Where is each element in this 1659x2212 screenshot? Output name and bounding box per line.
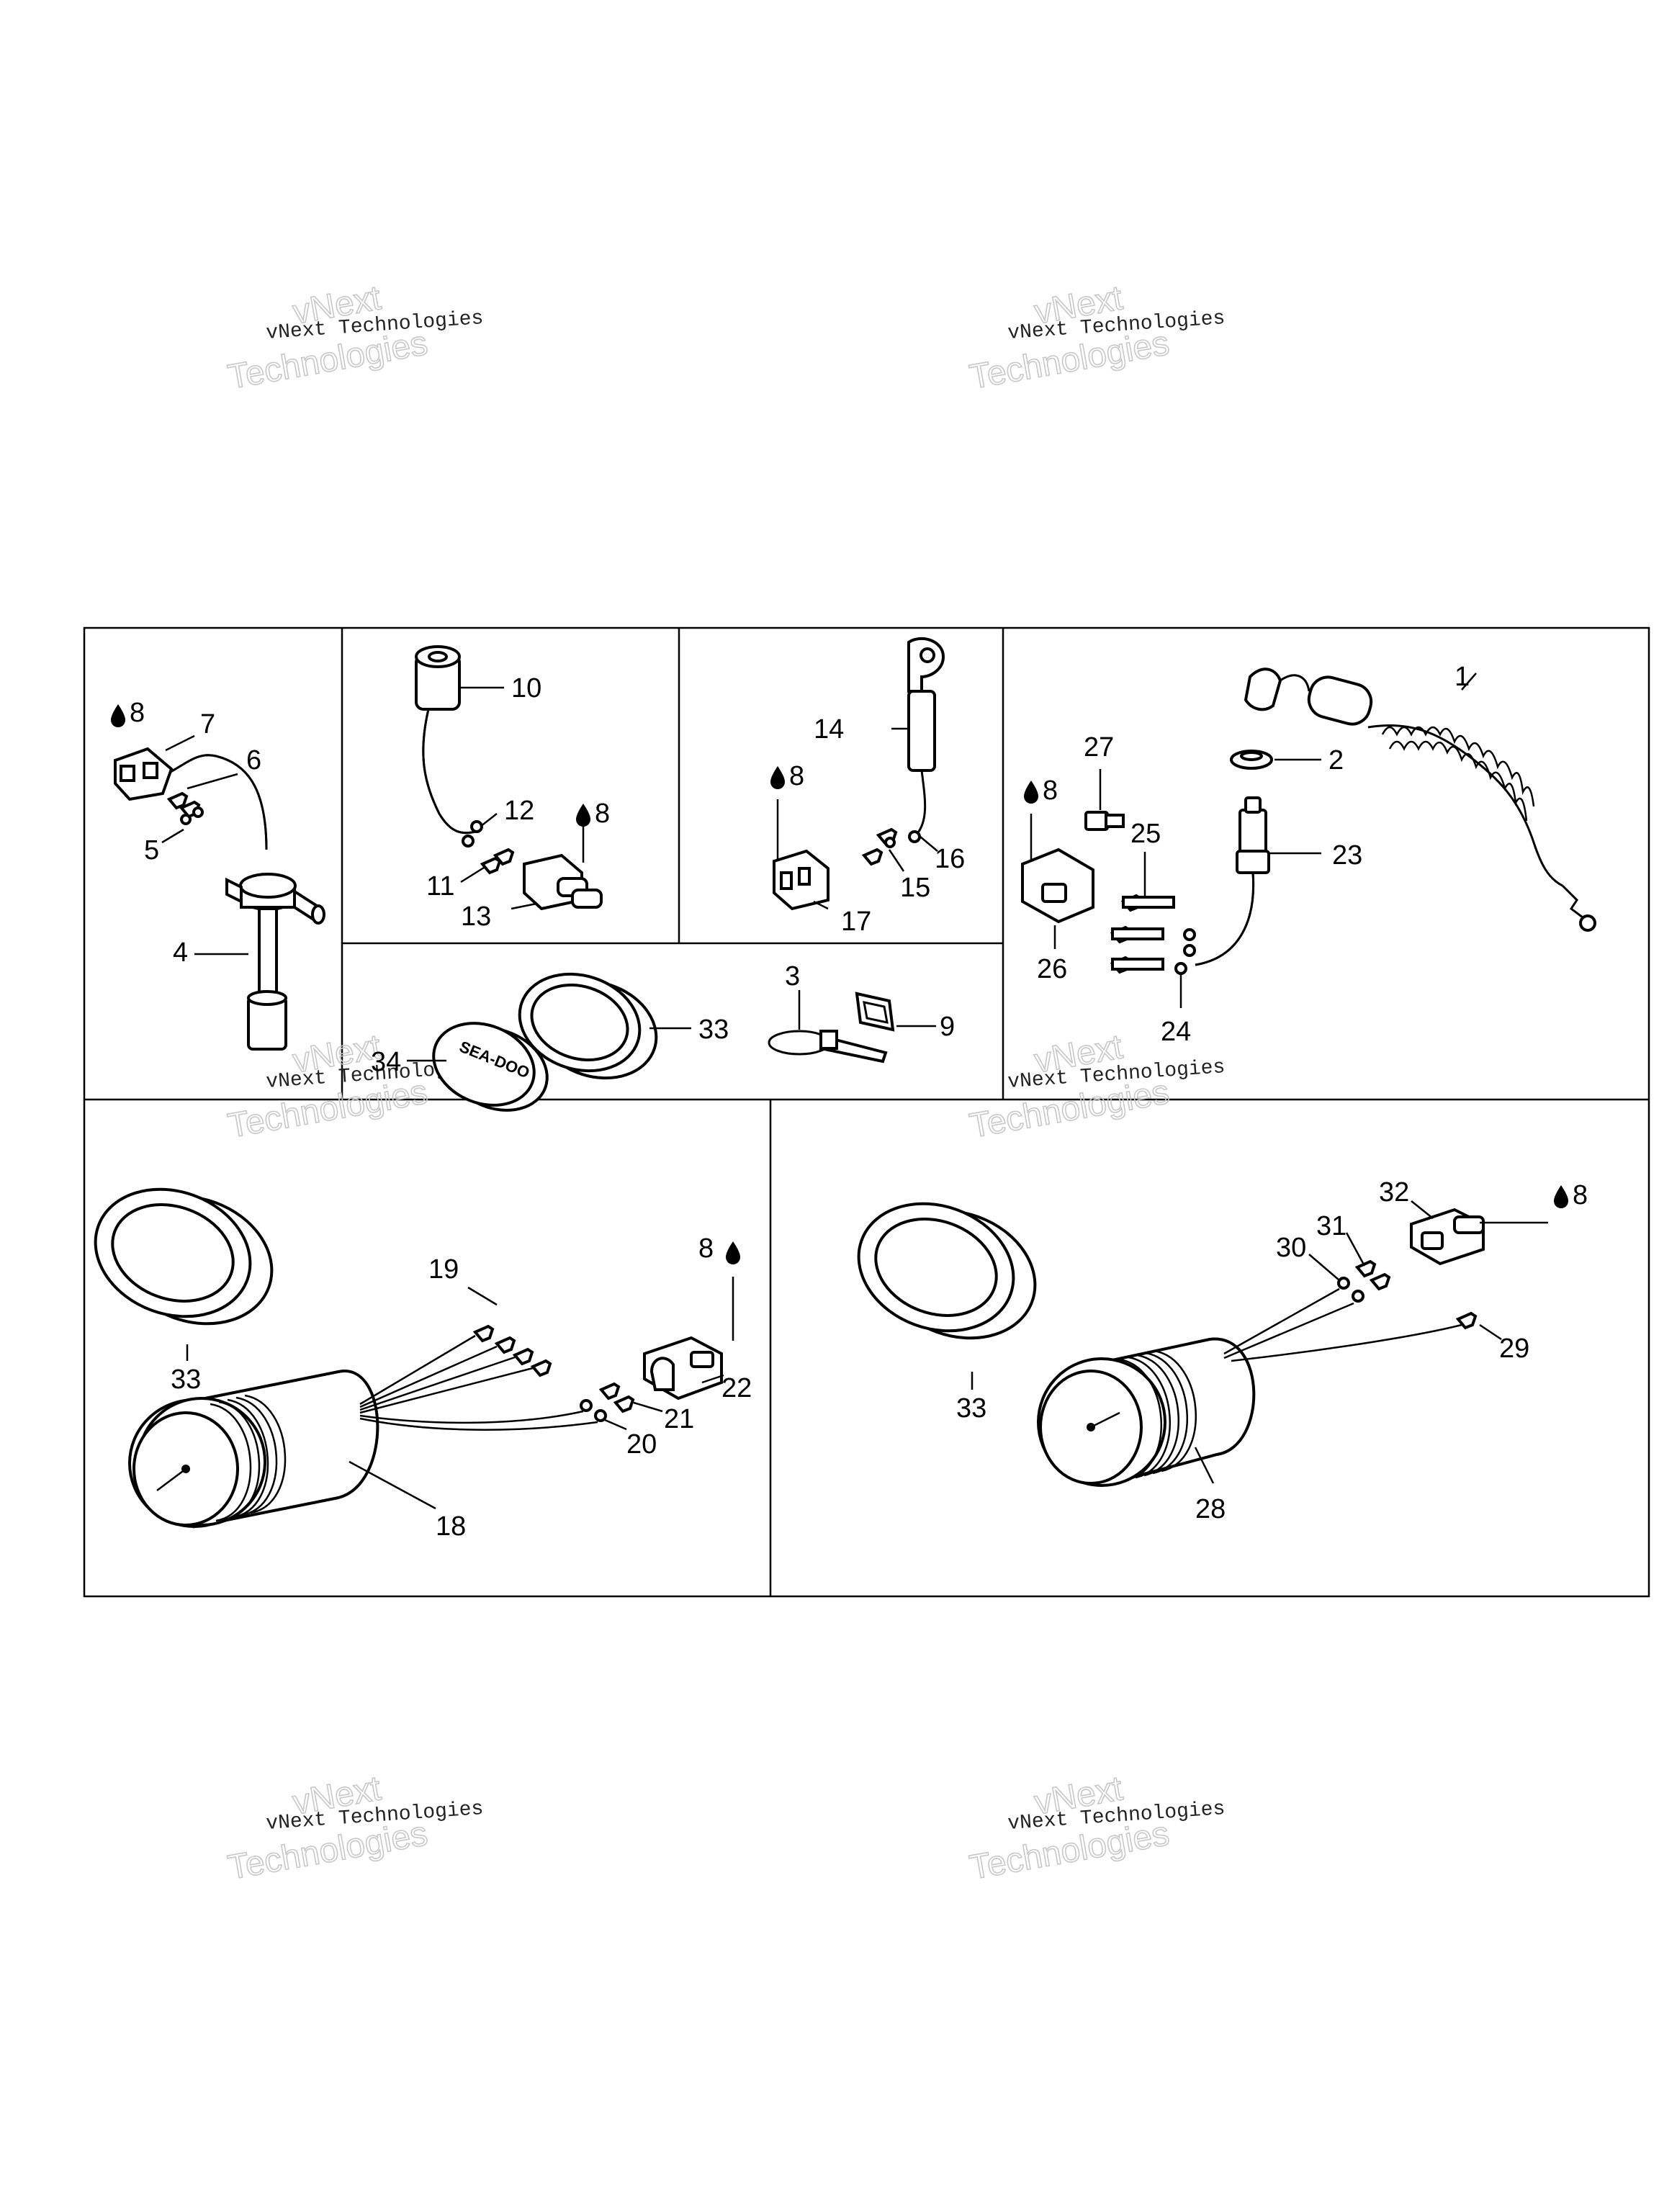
callout-29: 29 [1499,1334,1529,1364]
callout-32: 32 [1379,1177,1409,1208]
callout-11: 11 [426,871,454,902]
callout-23: 23 [1332,840,1362,871]
callout-1: 1 [1455,662,1470,692]
speedometer-assembly [94,1187,723,1529]
callout-21: 21 [664,1404,694,1434]
fuel-level-sensor-assembly [114,747,325,1051]
callout-4: 4 [173,938,188,968]
callout-8c: 8 [789,761,804,791]
callout-33a: 33 [698,1015,729,1045]
callout-25: 25 [1130,819,1161,849]
callout-30: 30 [1276,1233,1306,1263]
callout-8d: 8 [1043,775,1058,806]
callout-26: 26 [1037,954,1067,984]
callout-8e: 8 [698,1233,714,1264]
callout-27: 27 [1084,732,1114,763]
callout-13: 13 [461,902,491,932]
callout-6: 6 [246,745,261,775]
panel-frame [83,626,1650,1598]
callout-3: 3 [785,961,800,992]
leader-lines [161,673,1548,1510]
fuel-gauge-assembly [857,1202,1485,1487]
callout-33b: 33 [171,1364,201,1395]
callout-10: 10 [511,673,541,703]
callout-5: 5 [144,835,159,866]
callout-31: 31 [1316,1211,1346,1241]
callout-8a: 8 [130,698,145,728]
callout-33c: 33 [956,1393,986,1424]
callout-2: 2 [1328,745,1344,775]
callout-9: 9 [940,1012,955,1042]
callout-8f: 8 [1573,1180,1588,1210]
watermark-bottom-left: vNext vNext Technologies Technologies [225,1769,484,1888]
callout-labels: 1 2 3 4 5 6 7 8 8 8 8 8 8 9 10 11 12 13 … [130,662,1588,1542]
watermark-top-left: vNext vNext Technologies Technologies [225,279,484,397]
callout-20: 20 [626,1429,657,1460]
safety-lanyard-assembly [1021,667,1596,975]
callout-24: 24 [1161,1017,1191,1047]
callout-8b: 8 [595,799,610,829]
watermark-top-right: vNext vNext Technologies Technologies [966,279,1226,397]
callout-14: 14 [814,714,844,745]
callout-7: 7 [200,709,215,739]
drop-icons [111,704,1568,1264]
callout-22: 22 [721,1373,752,1403]
ground-lead-assembly [773,637,945,911]
callout-34: 34 [371,1047,401,1077]
sensor-harness-assembly [415,645,603,911]
watermark-bottom-right: vNext vNext Technologies Technologies [966,1769,1226,1888]
callout-12: 12 [504,796,534,826]
bezel-and-fasteners: SEA-DOO [432,972,895,1112]
callout-16: 16 [935,844,965,874]
callout-19: 19 [428,1254,459,1285]
callout-18: 18 [436,1511,466,1542]
callout-17: 17 [841,907,871,937]
callout-28: 28 [1195,1494,1226,1524]
callout-15: 15 [900,873,930,903]
